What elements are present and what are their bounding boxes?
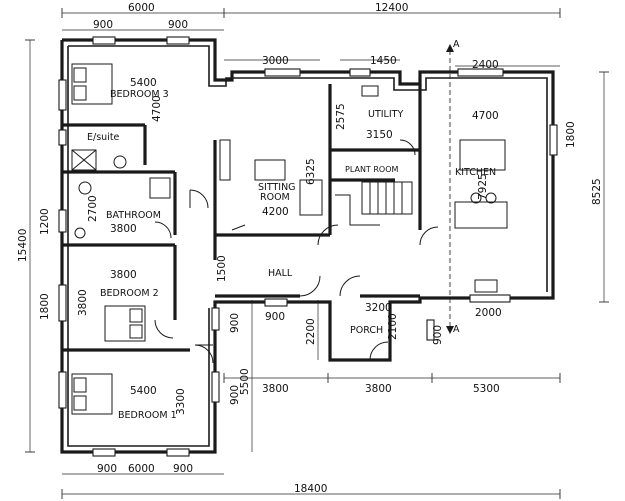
stairs (335, 181, 413, 226)
sitting-label-line2: ROOM (260, 192, 290, 203)
dim-left-1800: 1800 (39, 293, 51, 320)
kitchen-label: KITCHEN (455, 167, 496, 178)
kitchen-depth: 7925 (477, 173, 489, 200)
section-label-bottom: A (453, 324, 460, 335)
dim-bed1-win-left: 900 (97, 463, 117, 475)
porch-depth: 2100 (387, 313, 399, 340)
bedroom3-width: 5400 (130, 77, 157, 89)
dim-run-3800-a: 3800 (262, 383, 289, 395)
utility-top-dim: 1450 (370, 55, 397, 67)
sitting-label-line1: SITTING (258, 182, 296, 193)
dim-bed1-win-right: 900 (173, 463, 193, 475)
bathroom-label: BATHROOM (106, 210, 161, 221)
dim-wing-900: 900 (229, 385, 241, 405)
porch-width: 3200 (365, 302, 392, 314)
dim-hall-side-900: 900 (229, 313, 241, 333)
bedroom3-label: BEDROOM 3 (110, 89, 169, 100)
bedroom1-depth: 3300 (175, 388, 187, 415)
interior-walls (62, 84, 422, 352)
kitchen-top-dim: 2400 (472, 59, 499, 71)
porch-label: PORCH (350, 325, 383, 336)
section-label-top: A (453, 39, 460, 50)
dim-bottom-total: 18400 (294, 483, 327, 495)
dim-porch-2200: 2200 (305, 318, 317, 345)
sitting-top-dim: 3000 (262, 55, 289, 67)
section-line-a (446, 44, 454, 334)
windows (58, 36, 558, 457)
furniture (71, 63, 508, 415)
bedroom2-depth: 3800 (77, 289, 89, 316)
bathroom-width: 3800 (110, 223, 137, 235)
bathroom-depth: 2700 (87, 195, 99, 222)
ensuite-label: E/suite (87, 132, 120, 143)
dim-right-total: 8525 (591, 178, 603, 205)
dimension-lines (25, 8, 609, 499)
dim-kitchen-2000: 2000 (475, 307, 502, 319)
doors (154, 139, 439, 364)
dim-bottom-left: 6000 (128, 463, 155, 475)
dim-bed3-win-left: 900 (93, 19, 113, 31)
utility-depth: 2575 (335, 103, 347, 130)
bedroom2-width: 3800 (110, 269, 137, 281)
kitchen-width: 4700 (472, 110, 499, 122)
dim-porch-side: 900 (432, 325, 444, 345)
bedroom2-label: BEDROOM 2 (100, 288, 159, 299)
utility-label: UTILITY (368, 109, 403, 120)
dim-top-left: 6000 (128, 2, 155, 14)
dim-left-total: 15400 (17, 229, 29, 262)
bed-bedroom3 (71, 63, 113, 105)
sitting-depth: 6325 (305, 158, 317, 185)
plant-room-label: PLANT ROOM (345, 165, 399, 174)
kitchen-side-dim: 1800 (565, 121, 577, 148)
sitting-width: 4200 (262, 206, 289, 218)
hall-label: HALL (268, 268, 293, 279)
dim-hall-900: 900 (265, 311, 285, 323)
dim-bed3-win-right: 900 (168, 19, 188, 31)
dim-top-right: 12400 (375, 2, 408, 14)
bed-bedroom2 (104, 305, 146, 342)
bedroom1-label: BEDROOM 1 (118, 410, 177, 421)
dim-left-1200: 1200 (39, 208, 51, 235)
dim-run-5300: 5300 (473, 383, 500, 395)
bed-bedroom1 (71, 373, 113, 415)
bedroom3-depth: 4700 (151, 95, 163, 122)
dim-wing-5500: 5500 (239, 368, 251, 395)
dim-run-3800-b: 3800 (365, 383, 392, 395)
utility-width: 3150 (366, 129, 393, 141)
bedroom1-width: 5400 (130, 385, 157, 397)
hall-side-dim: 1500 (216, 255, 228, 282)
